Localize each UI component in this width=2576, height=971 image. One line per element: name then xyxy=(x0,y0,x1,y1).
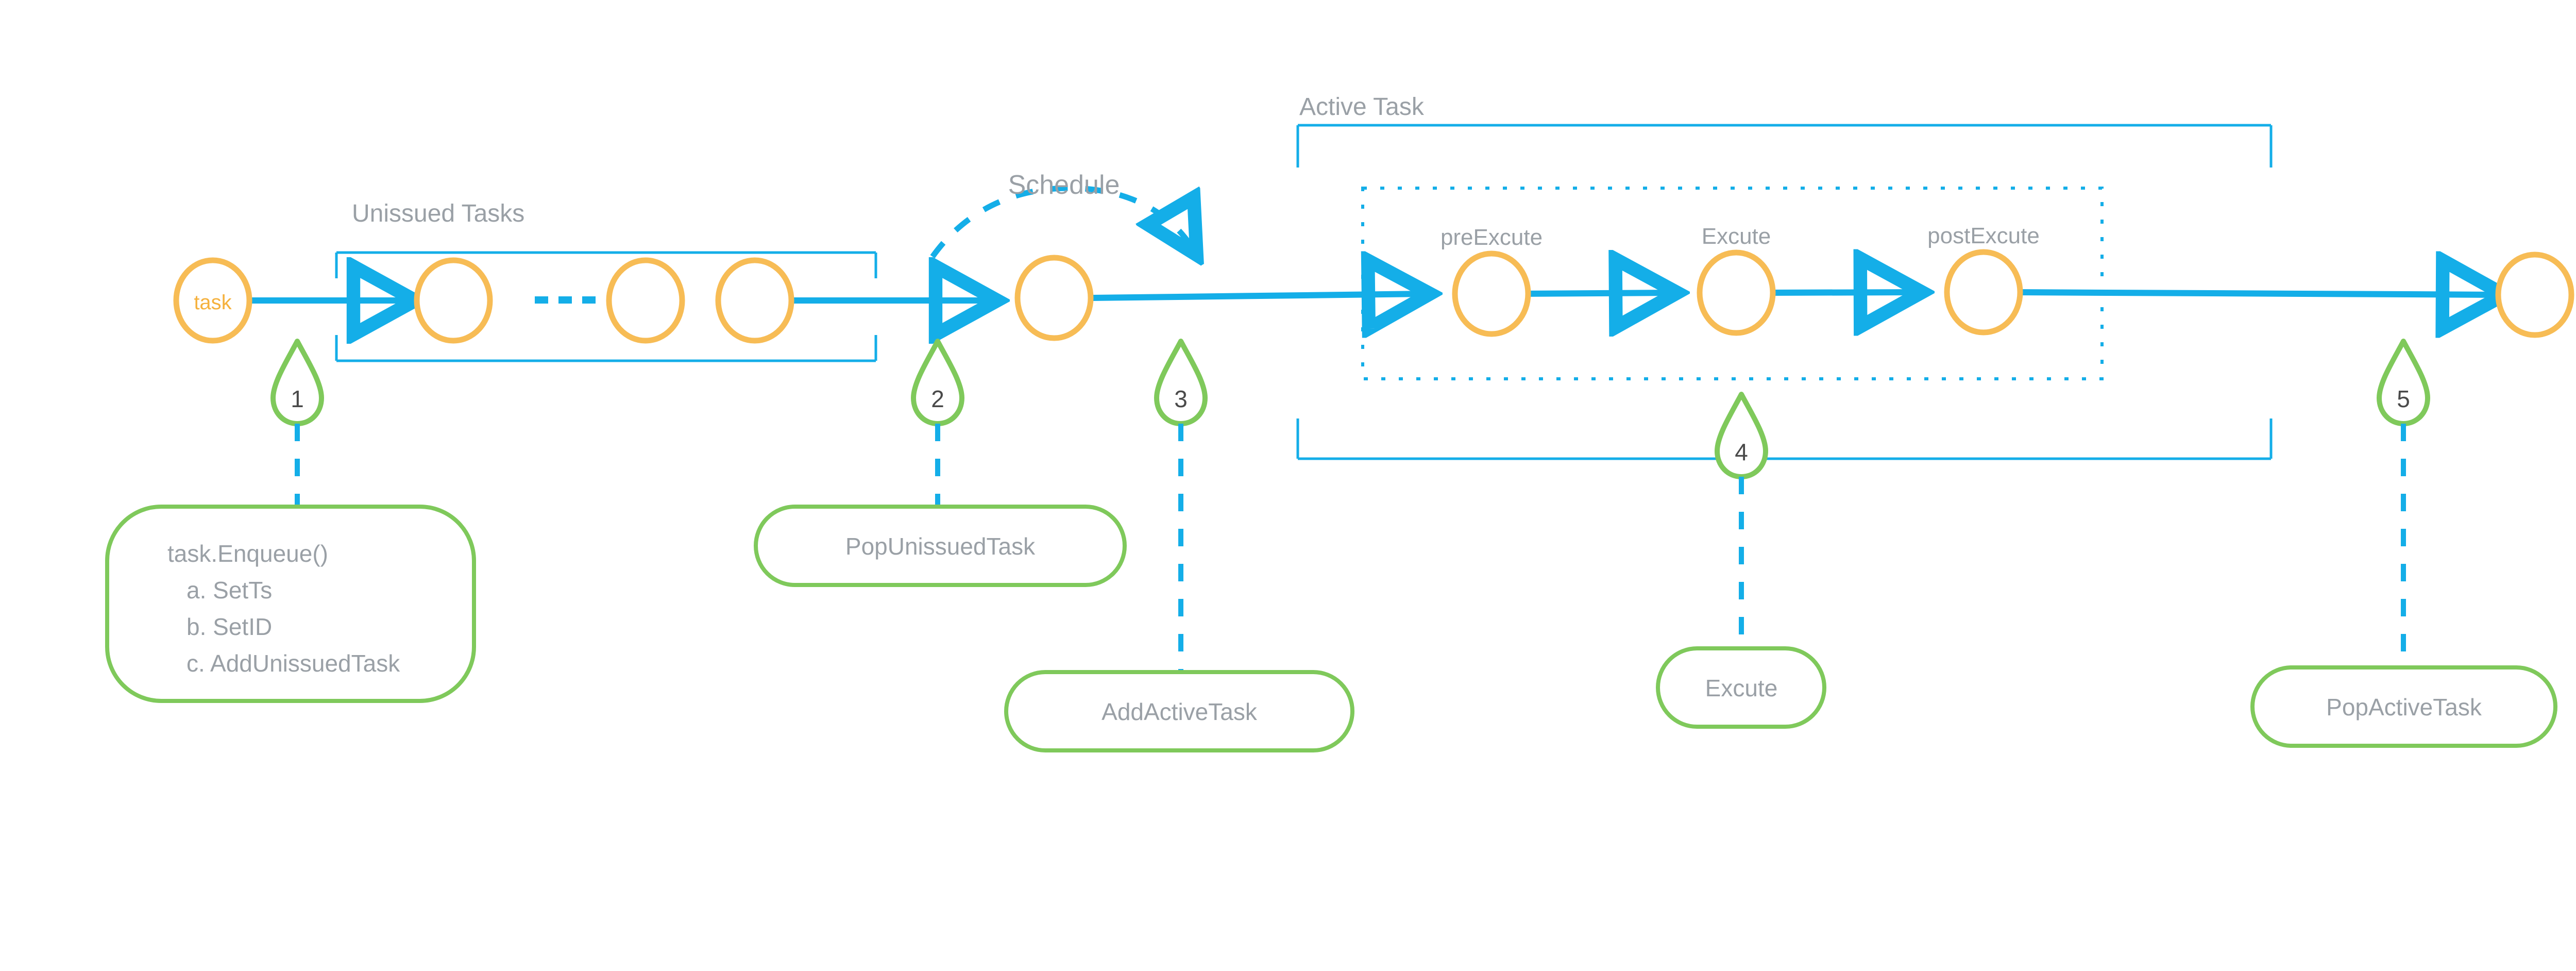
queue-ellipsis xyxy=(535,296,596,304)
callout-pop-unissued-box xyxy=(754,505,1127,587)
schedule-transition xyxy=(930,185,1195,257)
marker-number-1: 1 xyxy=(291,386,304,412)
callout-pop-active-box xyxy=(2250,665,2557,748)
callout-add-active-label: AddActiveTask xyxy=(1101,698,1258,725)
callout-enqueue-line-3: b. SetID xyxy=(187,613,272,640)
marker-pin-3[interactable]: 3 xyxy=(1154,339,1208,426)
callout-excute-box xyxy=(1656,646,1826,729)
node-done[interactable] xyxy=(2495,252,2574,338)
node-post-excute[interactable] xyxy=(1944,249,2023,336)
stage-label-excute: Excute xyxy=(1702,224,1771,249)
marker-pin-1[interactable]: 1 xyxy=(270,339,324,426)
callout-pop-active-label: PopActiveTask xyxy=(2326,694,2482,721)
flow-nodes xyxy=(173,249,2574,344)
node-queued-1[interactable] xyxy=(414,257,493,344)
flow-seg-preexcute-to-excute xyxy=(1519,293,1674,294)
node-pre-excute[interactable] xyxy=(1452,250,1531,337)
stage-label-pre-excute: preExcute xyxy=(1440,225,1543,250)
callout-excute-label: Excute xyxy=(1705,675,1778,701)
node-task[interactable] xyxy=(173,257,252,344)
node-label-task: task xyxy=(194,291,232,314)
stage-label-post-excute: postExcute xyxy=(1927,223,2040,248)
group-label-active-task: Active Task xyxy=(1299,93,1425,121)
callout-enqueue[interactable]: task.Enqueue() a. SetTs b. SetID c. AddU… xyxy=(105,505,476,703)
marker-pin-2[interactable]: 2 xyxy=(911,339,964,426)
marker-pin-4[interactable]: 4 xyxy=(1715,392,1768,479)
group-bracket-unissued-tasks xyxy=(335,251,877,362)
callout-enqueue-line-4: c. AddUnissuedTask xyxy=(187,650,400,677)
node-queued-2[interactable] xyxy=(606,257,685,344)
callout-enqueue-line-1: task.Enqueue() xyxy=(167,540,328,567)
marker-pin-5[interactable]: 5 xyxy=(2377,339,2430,426)
callout-add-active-box xyxy=(1004,670,1354,752)
marker-number-5: 5 xyxy=(2397,386,2410,412)
node-scheduled[interactable] xyxy=(1014,255,1094,341)
callout-pop-unissued-label: PopUnissuedTask xyxy=(845,533,1036,560)
node-queued-3[interactable] xyxy=(715,257,794,344)
flow-seg-excute-to-postexcute xyxy=(1764,292,1919,293)
callout-excute[interactable]: Excute xyxy=(1656,646,1826,729)
callout-pop-active[interactable]: PopActiveTask xyxy=(2250,665,2557,748)
schedule-label: Schedule xyxy=(1008,170,1120,200)
marker-number-3: 3 xyxy=(1174,386,1188,412)
callout-leader-lines xyxy=(295,424,2406,680)
callout-pop-unissued[interactable]: PopUnissuedTask xyxy=(754,505,1127,587)
excute-stage-dotted-box xyxy=(1361,187,2104,380)
marker-number-4: 4 xyxy=(1735,439,1748,465)
node-excute[interactable] xyxy=(1697,249,1776,336)
flow-seg-scheduled-to-preexcute xyxy=(1092,294,1427,298)
schedule-dashed-arrow xyxy=(930,185,1195,257)
group-bracket-active-task xyxy=(1296,124,2273,460)
main-flow-line xyxy=(252,292,2501,300)
group-label-unissued-tasks: Unissued Tasks xyxy=(352,200,524,227)
marker-number-2: 2 xyxy=(931,386,944,412)
flow-seg-postexcute-to-done xyxy=(2011,292,2501,295)
callout-add-active[interactable]: AddActiveTask xyxy=(1004,670,1354,752)
callout-enqueue-box xyxy=(105,505,476,703)
callout-enqueue-line-2: a. SetTs xyxy=(187,577,272,604)
